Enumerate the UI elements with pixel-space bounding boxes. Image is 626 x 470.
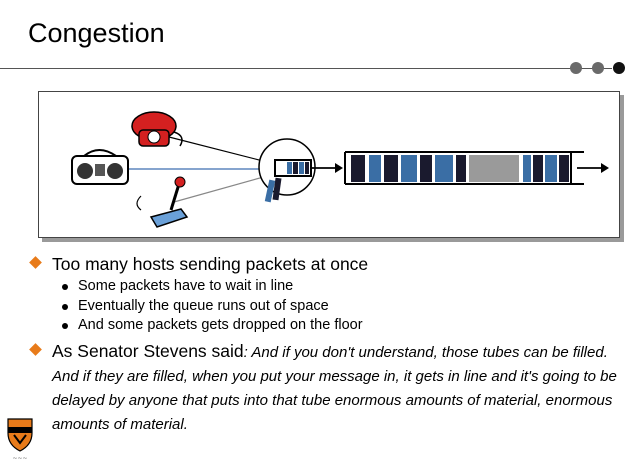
- bullet-list: Too many hosts sending packets at once S…: [28, 253, 618, 438]
- sub-bullet-1: Some packets have to wait in line: [28, 277, 618, 297]
- bullet-2-lead: As Senator Stevens said: [52, 340, 244, 361]
- title-rule: [0, 68, 612, 69]
- svg-text:~~~: ~~~: [12, 455, 27, 462]
- sub-bullet-dot-icon: [62, 323, 68, 329]
- boombox-icon: [71, 149, 129, 185]
- bullet-1-text: Too many hosts sending packets at once: [52, 254, 369, 274]
- diagram-canvas: [71, 111, 609, 228]
- sub-bullet-2-text: Eventually the queue runs out of space: [78, 297, 329, 314]
- congestion-diagram: [38, 91, 620, 238]
- bullet-1: Too many hosts sending packets at once: [28, 253, 618, 275]
- sub-bullet-1-text: Some packets have to wait in line: [78, 278, 294, 294]
- telephone-icon: [131, 111, 183, 147]
- link-phone: [168, 136, 268, 163]
- joystick-icon: [136, 176, 189, 228]
- sub-bullet-3-text: And some packets gets dropped on the flo…: [78, 317, 363, 333]
- bullet-2: As Senator Stevens said: And if you don'…: [28, 340, 618, 436]
- bullet-diamond-icon: [29, 342, 42, 356]
- slide-title: Congestion: [28, 18, 165, 48]
- packet-tube: [344, 151, 609, 185]
- sub-bullet-2: Eventually the queue runs out of space: [28, 297, 618, 317]
- sub-bullet-dot-icon: [62, 284, 68, 290]
- sub-bullet-3: And some packets gets dropped on the flo…: [28, 316, 618, 336]
- sub-bullet-dot-icon: [62, 303, 68, 310]
- router-queue-icon: [258, 138, 343, 203]
- university-shield-logo: ~~~: [7, 418, 33, 462]
- decor-dot-1: [570, 62, 582, 74]
- decor-dot-3: [613, 62, 625, 74]
- decor-dot-2: [592, 62, 604, 74]
- link-joystick: [173, 175, 268, 203]
- bullet-2-quote: And if you don't understand, those tubes…: [52, 343, 617, 433]
- bullet-diamond-icon: [29, 256, 42, 269]
- bullet-2-colon: :: [243, 343, 248, 361]
